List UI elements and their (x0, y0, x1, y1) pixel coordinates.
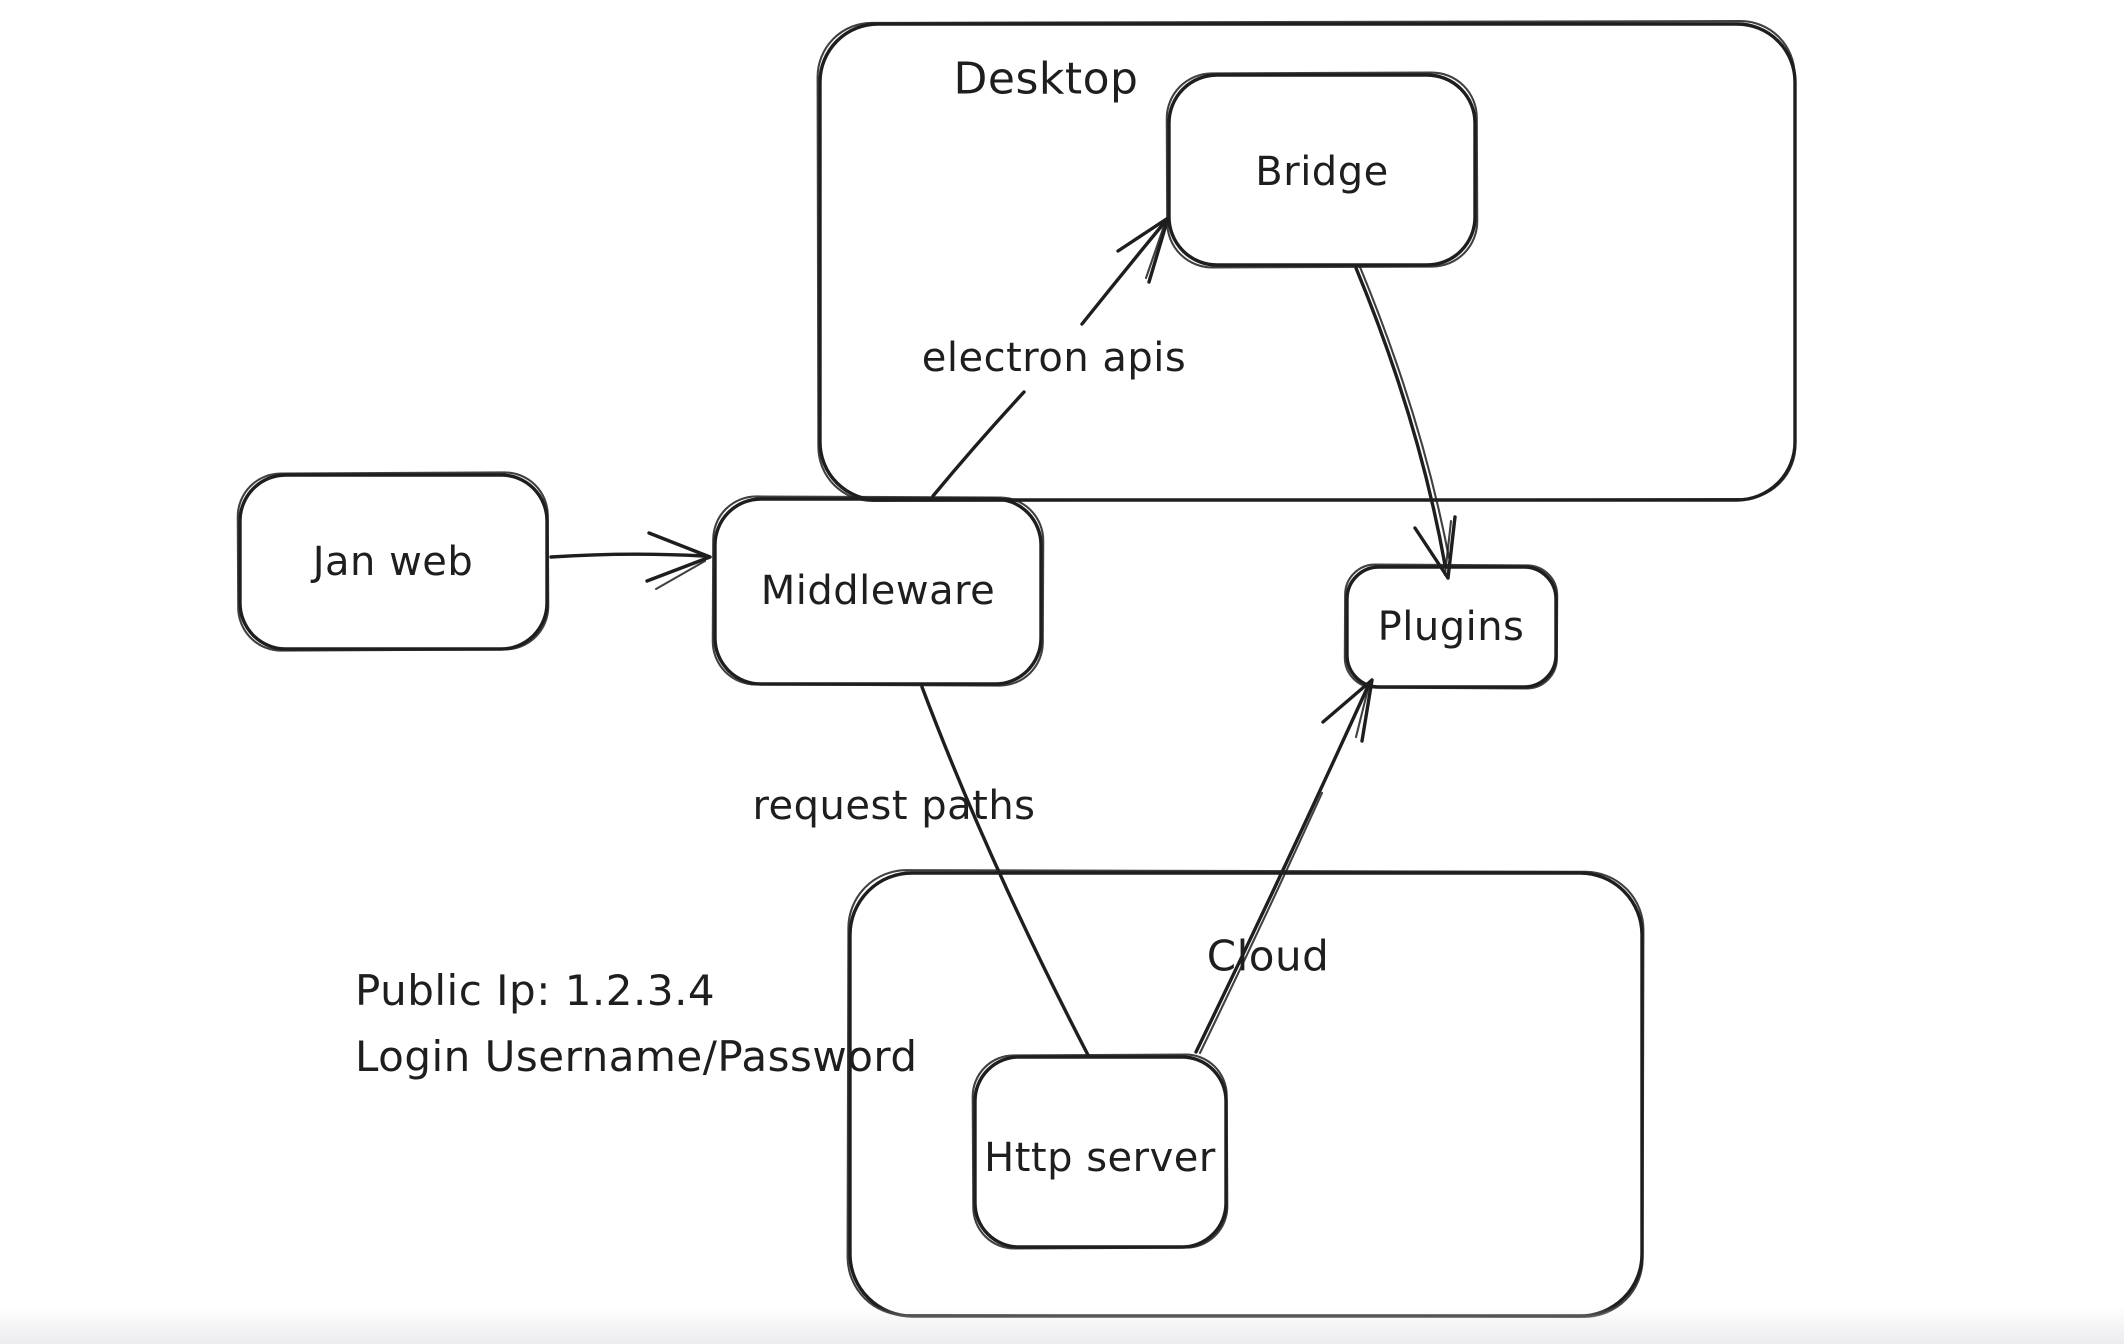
node-label-plugins: Plugins (1377, 604, 1525, 650)
http-server-node-outline (971, 1053, 1229, 1250)
edge-middleware-to-bridge-arrowhead-pass2 (1144, 221, 1167, 280)
edge-label-electron-apis: electron apis (921, 335, 1187, 381)
middleware-node-outline (711, 495, 1045, 687)
annotation-login-credentials: Login Username/Password (355, 1032, 918, 1081)
jan-web-node-outline (236, 471, 550, 652)
edge-bridge-to-plugins-arrowhead-icon (1413, 515, 1457, 580)
node-label-bridge: Bridge (1255, 149, 1389, 195)
annotation-block: Public Ip: 1.2.3.4 Login Username/Passwo… (355, 958, 918, 1090)
edge-jan-web-to-middleware-arrowhead-pass2 (654, 559, 707, 591)
edge-http-server-to-plugins-shaft (1194, 682, 1371, 1054)
edge-jan-web-to-middleware (549, 531, 712, 591)
edge-middleware-to-bridge-arrowhead-icon (1116, 216, 1170, 284)
edge-http-server-to-plugins-arrowhead-pass2 (1354, 683, 1371, 739)
middleware-rect-pass2 (711, 495, 1045, 687)
node-label-http-server: Http server (984, 1135, 1216, 1181)
bridge-rect-pass2 (1165, 71, 1479, 269)
annotation-public-ip: Public Ip: 1.2.3.4 (355, 966, 716, 1015)
edge-jan-web-to-middleware-shaft (549, 552, 706, 559)
plugins-rect-pass2 (1343, 563, 1559, 690)
edge-jan-web-to-middleware-arrowhead-icon (645, 531, 712, 583)
plugins-node-outline (1343, 563, 1559, 690)
edge-middleware-to-bridge-shaft-lower (931, 390, 1026, 498)
edge-bridge-to-plugins-shaft-pass2 (1358, 265, 1451, 560)
desktop-container-rect-pass2 (816, 20, 1797, 502)
node-label-jan-web: Jan web (312, 539, 474, 585)
container-label-desktop: Desktop (953, 53, 1139, 105)
edge-middleware-to-http-server (920, 685, 1090, 1057)
bridge-node-outline (1165, 71, 1479, 269)
edge-bridge-to-plugins-arrowhead-pass2 (1443, 519, 1453, 577)
desktop-container-outline (816, 20, 1797, 502)
edge-bridge-to-plugins-shaft (1354, 266, 1447, 567)
bridge-rect (1167, 73, 1477, 267)
container-label-cloud: Cloud (1206, 931, 1330, 981)
edge-http-server-to-plugins-arrowhead-icon (1321, 678, 1374, 743)
edge-middleware-to-bridge-shaft-upper (1080, 221, 1166, 326)
edge-middleware-to-http-server-shaft (920, 685, 1090, 1057)
edge-label-request-paths: request paths (752, 783, 1036, 829)
node-label-middleware: Middleware (760, 568, 996, 614)
edge-middleware-to-bridge (931, 216, 1170, 498)
edge-http-server-to-plugins (1194, 678, 1374, 1055)
edge-bridge-to-plugins (1354, 265, 1457, 580)
jan-web-rect-pass2 (236, 471, 550, 652)
edge-http-server-to-plugins-shaft-pass2 (1198, 791, 1324, 1055)
http-server-rect-pass2 (971, 1053, 1229, 1250)
